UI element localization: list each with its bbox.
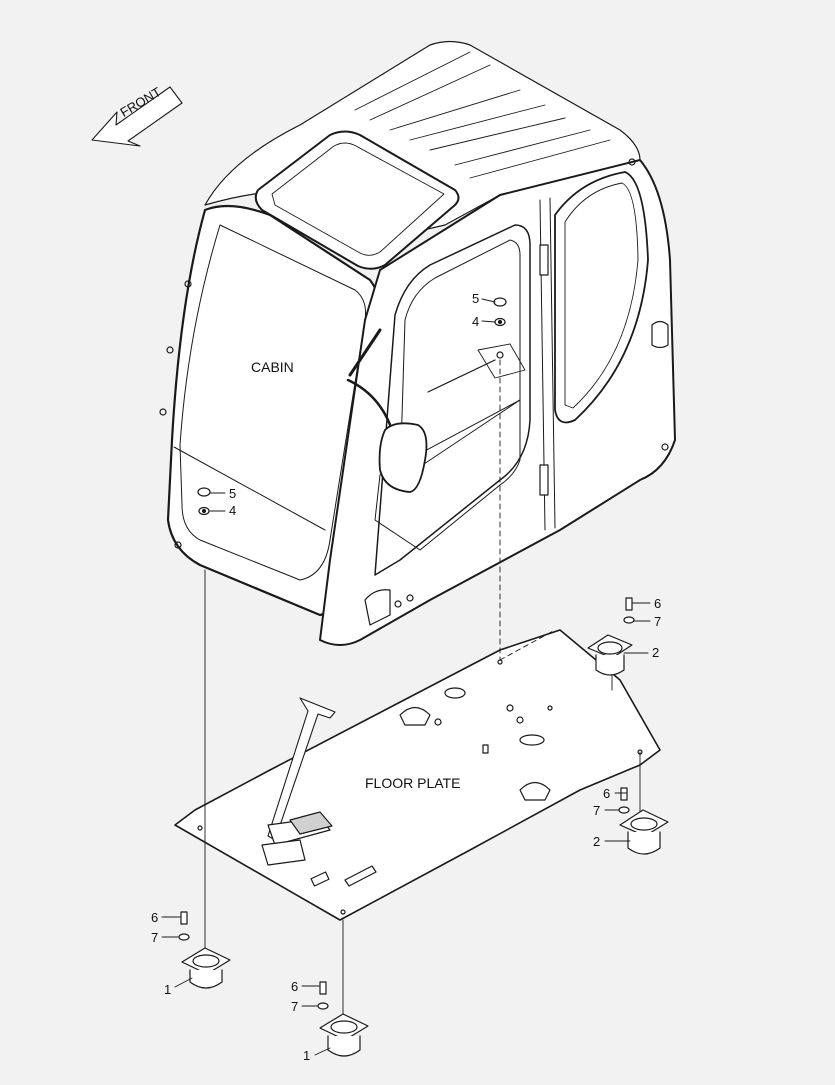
callout-cab-nut-left: 5 bbox=[229, 486, 237, 501]
floor-plate-drawing bbox=[174, 629, 661, 921]
mount-left-rear bbox=[178, 911, 231, 989]
front-arrow-icon bbox=[91, 86, 183, 147]
mount-right-front bbox=[618, 787, 669, 855]
cabin-label: CABIN bbox=[251, 359, 294, 375]
mount-right-rear bbox=[587, 597, 635, 676]
callout-rf-washer: 7 bbox=[593, 803, 601, 818]
callout-lf-bolt: 6 bbox=[291, 979, 299, 994]
floor-plate-label: FLOOR PLATE bbox=[365, 775, 461, 791]
callout-cab-washer-left: 4 bbox=[229, 503, 237, 518]
callout-rr-mount: 2 bbox=[652, 645, 660, 660]
callout-lr-washer: 7 bbox=[151, 930, 159, 945]
callout-rf-bolt: 6 bbox=[603, 786, 611, 801]
callout-rr-bolt: 6 bbox=[654, 596, 662, 611]
callout-rf-mount: 2 bbox=[593, 834, 601, 849]
callout-leaders bbox=[161, 298, 651, 1056]
callout-lf-mount: 1 bbox=[303, 1048, 311, 1063]
mount-left-front bbox=[317, 981, 369, 1057]
callout-cab-nut-upper: 5 bbox=[472, 291, 480, 306]
callout-lr-mount: 1 bbox=[164, 982, 172, 997]
callout-lr-bolt: 6 bbox=[151, 910, 159, 925]
callout-lf-washer: 7 bbox=[291, 999, 299, 1014]
callout-cab-washer-upper: 4 bbox=[472, 314, 480, 329]
cabin-drawing bbox=[159, 40, 676, 646]
leader-lines bbox=[204, 359, 641, 1016]
callout-rr-washer: 7 bbox=[654, 614, 662, 629]
